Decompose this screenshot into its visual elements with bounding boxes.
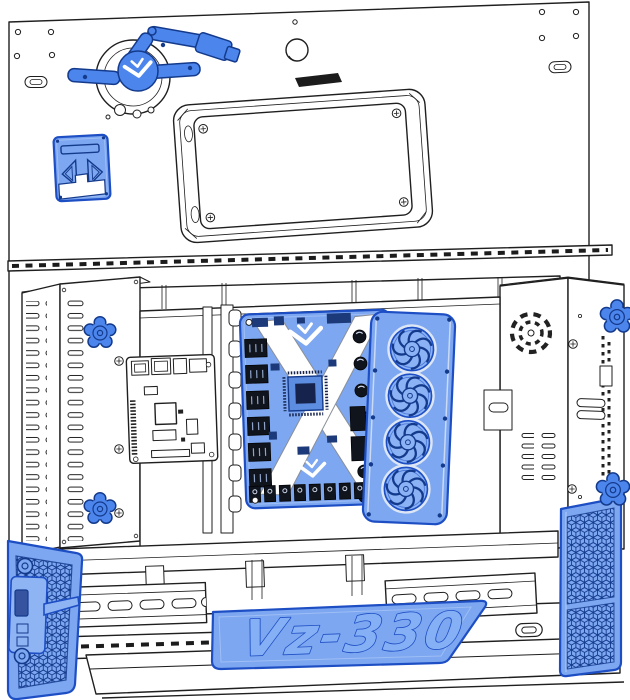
mid-extrusion-rail xyxy=(7,244,613,272)
psu-vents xyxy=(539,428,557,480)
sbc-board xyxy=(125,353,219,464)
bracket-screws xyxy=(366,316,452,518)
shroud-screw xyxy=(205,212,216,223)
panel-screw xyxy=(114,508,124,518)
mounting-holes-top-right xyxy=(538,8,580,74)
latch-window xyxy=(14,589,29,617)
keyhole-slot xyxy=(514,622,544,638)
umbilical-passthrough xyxy=(67,25,241,120)
din-rail-left xyxy=(64,581,208,629)
logo-plate: Vz-330 xyxy=(210,599,488,671)
keyhole-slot xyxy=(24,76,48,88)
mcu-chip xyxy=(282,370,329,417)
logo-bracket xyxy=(52,133,112,203)
bracket-cutout xyxy=(58,173,107,200)
vent-slot-column xyxy=(63,295,84,541)
spider-hub xyxy=(117,50,159,92)
control-board xyxy=(238,308,398,510)
door-screw-boss xyxy=(16,557,34,575)
door-mesh xyxy=(567,603,614,669)
spider-arm-left xyxy=(67,67,121,86)
left-enclosure xyxy=(21,276,151,556)
panel-screw xyxy=(114,356,124,366)
door-mesh xyxy=(567,508,614,604)
bracket-chevrons xyxy=(61,158,104,188)
psu-vents xyxy=(516,430,534,482)
shroud-mount-tab xyxy=(295,73,342,87)
shroud-screw xyxy=(198,123,209,134)
vent-slot-column xyxy=(26,301,47,541)
panel-screw xyxy=(114,444,124,454)
bracket-slot xyxy=(60,143,100,155)
mounting-holes-top-left xyxy=(13,28,56,88)
honeycomb-mesh xyxy=(193,102,413,230)
mounting-holes-top-center xyxy=(285,19,309,62)
fan-shroud-honeycomb xyxy=(172,88,434,244)
left-vent-door[interactable] xyxy=(6,539,84,700)
logo-text: Vz-330 xyxy=(238,601,470,668)
shroud-screw xyxy=(391,108,402,119)
fan-column xyxy=(361,310,457,526)
panel-screw xyxy=(567,484,577,494)
keyhole-slot xyxy=(548,60,572,74)
latch-arm xyxy=(43,596,80,617)
door-screw-boss xyxy=(13,647,31,665)
sd-slot xyxy=(150,448,191,459)
gpio-header xyxy=(129,400,138,457)
cable-hole xyxy=(285,38,309,62)
soc-chip xyxy=(154,402,178,426)
panel-screw xyxy=(568,339,578,349)
shroud-screw xyxy=(398,196,409,208)
right-vent-door[interactable] xyxy=(558,497,623,678)
